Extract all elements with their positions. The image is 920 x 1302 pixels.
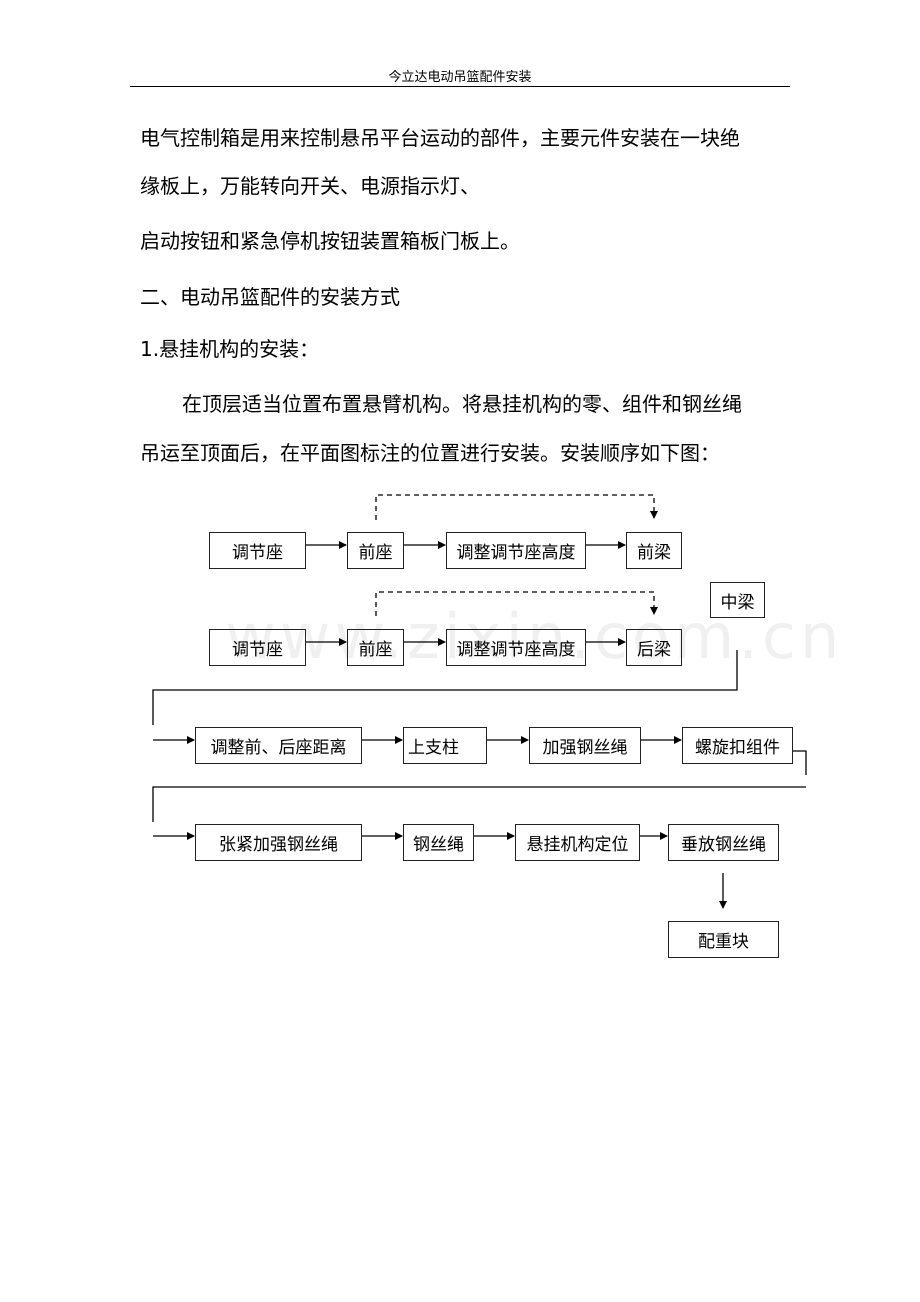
flow-step-box: 前座 (347, 629, 404, 666)
flow-step-box-final: 配重块 (668, 921, 779, 958)
flow-step-box: 加强钢丝绳 (529, 727, 641, 764)
flow-step-box: 调整前、后座距离 (195, 727, 362, 764)
flow-step-box: 调整调节座高度 (446, 532, 586, 569)
header-rule (130, 86, 790, 87)
flow-step-box: 钢丝绳 (403, 824, 474, 861)
flow-step-box: 调节座 (209, 532, 306, 569)
paragraph-line: 吊运至顶面后，在平面图标注的位置进行安装。安装顺序如下图： (140, 441, 720, 465)
flow-step-box: 张紧加强钢丝绳 (195, 824, 362, 861)
paragraph-line: 电气控制箱是用来控制悬吊平台运动的部件，主要元件安装在一块绝 (140, 126, 740, 150)
section-heading: 二、电动吊篮配件的安装方式 (140, 285, 400, 309)
flow-step-box: 调整调节座高度 (446, 629, 586, 666)
flow-step-box: 垂放钢丝绳 (668, 824, 779, 861)
flow-step-box-middle-beam: 中梁 (710, 582, 765, 618)
flow-step-box: 螺旋扣组件 (682, 727, 793, 764)
flow-step-box: 前座 (347, 532, 404, 569)
page-header: 今立达电动吊篮配件安装 (388, 70, 532, 85)
subsection-heading: 1.悬挂机构的安装： (140, 337, 320, 361)
flow-step-box: 前梁 (626, 532, 682, 569)
flow-step-box: 悬挂机构定位 (515, 824, 640, 861)
flow-step-box: 后梁 (626, 629, 682, 666)
paragraph-line: 缘板上，万能转向开关、电源指示灯、 (140, 174, 480, 198)
flow-step-box: 上支柱 (403, 727, 487, 764)
flow-step-box: 调节座 (209, 629, 306, 666)
paragraph-line: 启动按钮和紧急停机按钮装置箱板门板上。 (140, 229, 520, 253)
paragraph-line: 在顶层适当位置布置悬臂机构。将悬挂机构的零、组件和钢丝绳 (182, 392, 742, 416)
